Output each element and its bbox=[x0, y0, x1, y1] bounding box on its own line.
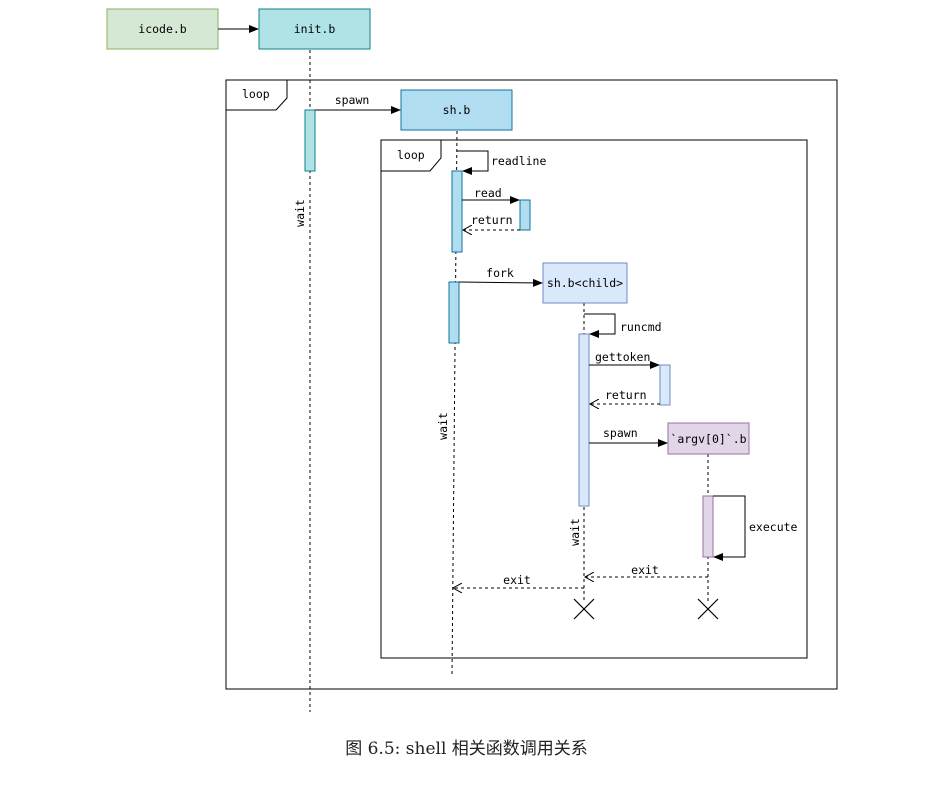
sh-wait-label: wait bbox=[436, 412, 450, 440]
gettoken-label: gettoken bbox=[595, 350, 650, 364]
read-return-label: return bbox=[471, 213, 513, 227]
gettoken-activation bbox=[659, 364, 671, 406]
fork-arrow bbox=[458, 278, 543, 287]
inner-loop-frame: loop bbox=[380, 139, 808, 659]
execute-arrow bbox=[713, 495, 746, 561]
participant-icode: icode.b bbox=[106, 8, 219, 50]
execute-label: execute bbox=[749, 520, 798, 534]
outer-loop-label: loop bbox=[242, 87, 270, 101]
runcmd-label: runcmd bbox=[620, 320, 662, 334]
participant-sh-label: sh.b bbox=[443, 103, 471, 117]
participant-icode-label: icode.b bbox=[138, 22, 187, 36]
readline-label: readline bbox=[491, 154, 546, 168]
readline-arrow bbox=[457, 150, 489, 175]
init-wait-label: wait bbox=[293, 199, 307, 227]
inner-loop-label: loop bbox=[397, 148, 425, 162]
exit-argv-label: exit bbox=[631, 563, 659, 577]
participant-child-label: sh.b<child> bbox=[547, 276, 623, 290]
child-destroy-marker bbox=[573, 598, 595, 620]
participant-argv-label: `argv[0]`.b bbox=[670, 432, 746, 446]
exit-child-label: exit bbox=[503, 573, 531, 587]
participant-sh: sh.b bbox=[400, 89, 513, 131]
read-label: read bbox=[474, 186, 502, 200]
participant-init: init.b bbox=[258, 8, 371, 50]
spawn-argv-label: spawn bbox=[603, 426, 638, 440]
sh-activation-readline bbox=[451, 170, 463, 253]
spawn-sh-label: spawn bbox=[335, 93, 370, 107]
participant-child: sh.b<child> bbox=[542, 262, 628, 304]
child-wait-label: wait bbox=[568, 518, 582, 546]
argv-activation bbox=[702, 495, 714, 558]
outer-loop-frame: loop bbox=[225, 79, 838, 690]
figure-caption: 图 6.5: shell 相关函数调用关系 bbox=[345, 739, 588, 759]
sh-activation-fork bbox=[448, 281, 460, 344]
fork-label: fork bbox=[486, 266, 514, 280]
read-activation bbox=[519, 199, 531, 231]
gettoken-return-label: return bbox=[605, 388, 647, 402]
runcmd-arrow bbox=[584, 313, 616, 338]
participant-init-label: init.b bbox=[294, 22, 336, 36]
participant-argv: `argv[0]`.b bbox=[667, 422, 750, 455]
child-activation bbox=[578, 333, 590, 507]
argv-destroy-marker bbox=[697, 598, 719, 620]
init-activation bbox=[304, 109, 316, 172]
